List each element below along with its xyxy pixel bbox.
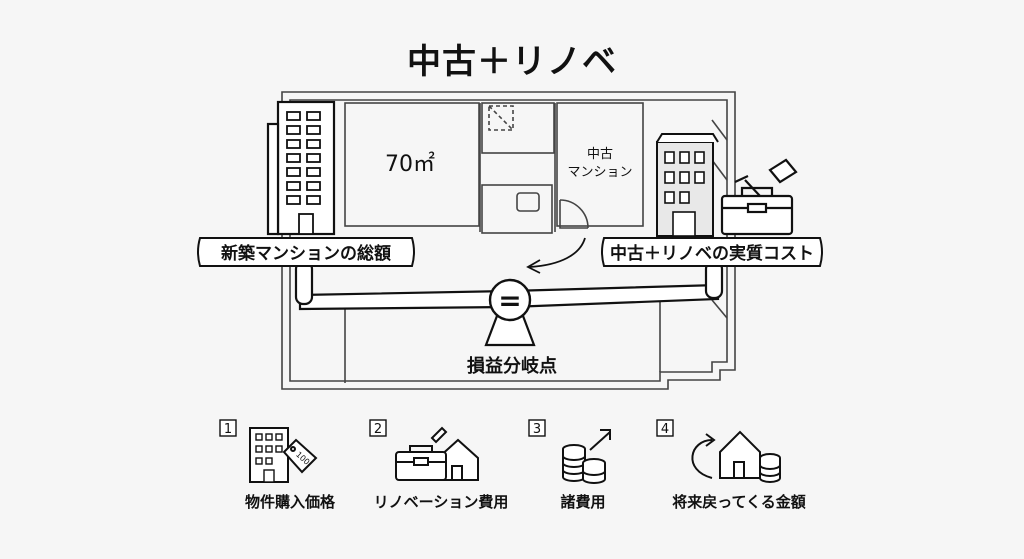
step-4-number: 4 bbox=[661, 422, 669, 437]
step-3-label: 諸費用 bbox=[560, 493, 606, 511]
step-2-number: 2 bbox=[374, 422, 382, 437]
step-1-number: 1 bbox=[224, 422, 232, 437]
coins-arrow-icon bbox=[562, 429, 611, 484]
new-condo-total-label: 新築マンションの総額 bbox=[221, 243, 391, 264]
step-1-label: 物件購入価格 bbox=[244, 493, 335, 511]
renovation-real-cost-label: 中古＋リノベの実質コスト bbox=[610, 243, 814, 264]
used-building-label-2: マンション bbox=[567, 165, 632, 180]
return-house-coins-icon bbox=[691, 430, 781, 483]
step-number-boxes bbox=[219, 419, 674, 437]
page-title: 中古＋リノベ bbox=[407, 42, 617, 82]
step-3-number: 3 bbox=[533, 422, 541, 437]
toolbox-icon bbox=[720, 158, 798, 236]
new-condo-building-icon bbox=[266, 100, 336, 236]
breakeven-label: 損益分岐点 bbox=[467, 355, 557, 377]
step-2-label: リノベーション費用 bbox=[373, 493, 509, 511]
pivot-symbol: = bbox=[498, 284, 521, 317]
used-building-label-1: 中古 bbox=[587, 147, 613, 162]
equal-pivot bbox=[488, 278, 532, 322]
floor-area-text: 70㎡ bbox=[385, 151, 435, 177]
floor-plan bbox=[281, 91, 736, 390]
used-condo-building-icon bbox=[656, 133, 719, 237]
step-4-label: 将来戻ってくる金額 bbox=[672, 493, 806, 511]
curved-arrow bbox=[529, 237, 586, 268]
left-pan bbox=[197, 237, 415, 267]
right-pan bbox=[601, 237, 823, 267]
toolbox-house-icon bbox=[395, 426, 479, 481]
building-price-tag-icon bbox=[249, 427, 318, 483]
